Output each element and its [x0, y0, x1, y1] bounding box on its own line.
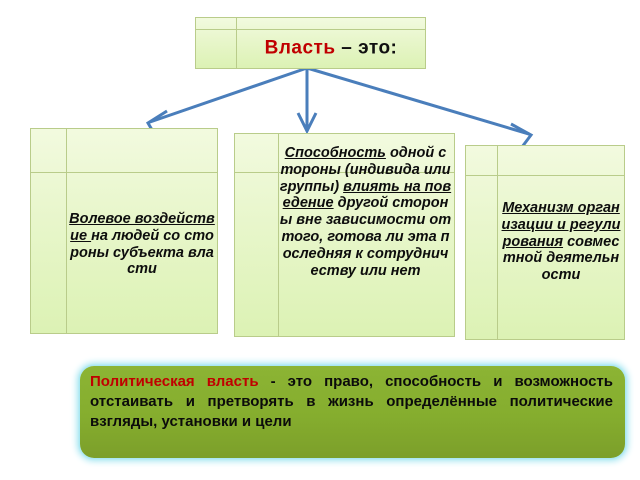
mid-box-top-row	[235, 134, 454, 173]
arrow-head-right	[510, 122, 534, 148]
definition-box-middle: Способность одной стороны (индивида или …	[234, 133, 455, 337]
summary-banner: Политическая власть - это право, способн…	[80, 366, 625, 458]
title-box-main-row: Власть – это:	[196, 30, 425, 68]
mid-box-top-left-cell	[235, 134, 279, 172]
mid-box-left-cell	[235, 173, 279, 336]
summary-banner-text: Политическая власть - это право, способн…	[90, 372, 613, 431]
definition-text-left: Волевое воздействие на людей со стороны …	[69, 211, 215, 278]
title-box-right-cell: Власть – это:	[237, 30, 425, 68]
right-box-top-row	[466, 146, 624, 176]
definition-right-lead: Механизм организации и регулирования	[501, 200, 621, 250]
left-box-top-left-cell	[31, 129, 67, 172]
definition-box-right: Механизм организации и регулирования сов…	[465, 145, 625, 340]
left-box-top-right-cell	[67, 129, 217, 172]
page-title-rest: – это:	[335, 37, 398, 59]
arrow-to-left-box	[149, 66, 308, 124]
summary-banner-highlight: Политическая власть	[90, 373, 259, 390]
mid-box-right-cell: Способность одной стороны (индивида или …	[279, 145, 454, 336]
page-title-highlight: Власть	[264, 37, 336, 59]
title-box-top-left-cell	[196, 18, 237, 29]
title-box-left-cell	[196, 30, 237, 68]
title-box-top-row	[196, 18, 425, 30]
summary-banner-rest: - это право, способность и возможность о…	[90, 373, 613, 430]
page-title: Власть – это:	[237, 38, 425, 60]
definition-middle-mid: влиять на поведение	[282, 178, 452, 212]
definition-text-middle: Способность одной стороны (индивида или …	[279, 145, 452, 280]
right-box-left-cell	[466, 176, 498, 339]
title-box-top-right-cell	[237, 18, 425, 29]
arrow-head-middle	[296, 112, 318, 135]
definition-left-lead: Волевое воздействие	[69, 211, 215, 244]
right-box-top-right-cell	[498, 146, 624, 175]
title-box: Власть – это:	[195, 17, 426, 69]
left-box-right-cell: Волевое воздействие на людей со стороны …	[67, 173, 217, 333]
definition-middle-body-2: другой стороны вне зависимости от того, …	[279, 195, 452, 279]
right-box-main-row: Механизм организации и регулирования сов…	[466, 176, 624, 339]
definition-box-left: Волевое воздействие на людей со стороны …	[30, 128, 218, 334]
definition-middle-body-1: одной стороны (индивида или группы)	[279, 145, 451, 195]
arrow-to-right-box	[306, 66, 530, 136]
definition-middle-lead: Способность	[284, 145, 386, 161]
definition-text-right: Механизм организации и регулирования сов…	[500, 200, 622, 284]
definition-left-body: на людей со стороны субъекта власти	[70, 227, 214, 278]
right-box-right-cell: Механизм организации и регулирования сов…	[498, 176, 624, 339]
definition-right-body: совместной деятельности	[502, 233, 620, 284]
left-box-left-cell	[31, 173, 67, 333]
mid-box-main-row: Способность одной стороны (индивида или …	[235, 145, 454, 336]
left-box-main-row: Волевое воздействие на людей со стороны …	[31, 173, 217, 333]
left-box-top-row	[31, 129, 217, 173]
right-box-top-left-cell	[466, 146, 498, 175]
